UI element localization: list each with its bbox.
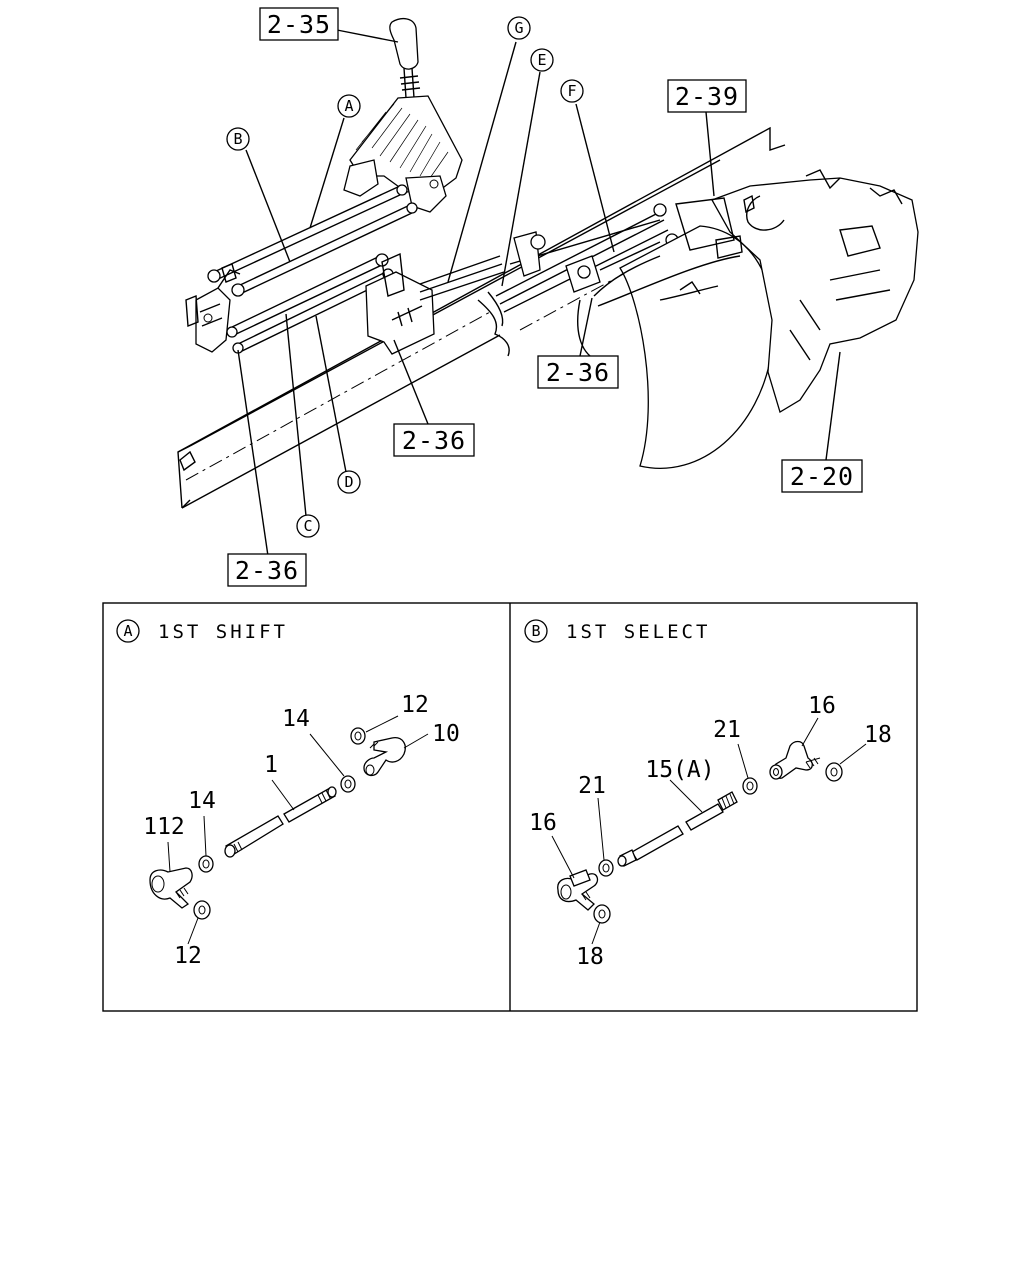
svg-text:B: B [233,130,242,148]
svg-text:D: D [344,473,353,491]
detail-b-leaders [551,717,867,945]
svg-text:C: C [303,517,312,535]
svg-text:G: G [514,19,523,37]
detail-a-labels: 14 12 10 1 14 112 12 [143,692,460,969]
shift-rod[interactable] [224,786,337,858]
nut-12-bottom[interactable] [193,900,211,920]
callout-c[interactable]: C [296,514,320,538]
callout-e[interactable]: E [530,48,554,72]
select-rod[interactable] [617,791,738,867]
svg-text:A: A [344,97,353,115]
detail-a-heading: A 1ST SHIFT [116,619,288,643]
nut-12-top[interactable] [350,727,366,745]
ref-box-2-20[interactable]: 2-20 [781,459,863,493]
svg-text:2-39: 2-39 [675,82,739,111]
detail-b-1st-select: B 1ST SELECT [524,619,892,970]
ball-joint-112[interactable] [149,867,193,909]
detail-b-labels: 21 16 18 21 15(A) 16 18 [529,693,892,970]
ball-joint-16-left[interactable] [557,869,599,911]
callout-g[interactable]: G [507,16,531,40]
reference-boxes: 2-35 2-39 2-36 2-36 2-20 2-36 [227,7,863,587]
part-label-21-right: 21 [713,717,741,743]
part-label-15a: 15(A) [645,757,714,783]
detail-a-parts [149,727,406,920]
detail-a-title: 1ST SHIFT [158,621,288,643]
part-label-21-left: 21 [578,773,606,799]
lever-bracket [185,269,241,353]
ref-box-2-35[interactable]: 2-35 [259,7,339,41]
part-label-18-right: 18 [864,722,892,748]
detail-b-title: 1ST SELECT [566,621,710,643]
nut-18-left[interactable] [593,904,611,924]
svg-text:2-20: 2-20 [790,462,854,491]
circle-callouts: A B C D E F G [226,16,584,538]
nut-21-right[interactable] [742,777,758,795]
callout-b[interactable]: B [226,127,250,151]
part-label-10: 10 [432,721,460,747]
callout-d[interactable]: D [337,470,361,494]
detail-a-1st-shift: A 1ST SHIFT [116,619,460,969]
transmission-body [675,169,919,413]
nut-18-right[interactable] [825,762,843,782]
nut-14-right[interactable] [340,775,356,793]
detail-frame [102,602,918,1012]
part-label-16-right: 16 [808,693,836,719]
callout-a[interactable]: A [337,94,361,118]
detail-a-badge: A [123,622,132,640]
clutch-housing [577,225,775,469]
svg-text:F: F [567,82,576,100]
part-label-1: 1 [264,752,278,778]
callout-f[interactable]: F [560,79,584,103]
ref-box-2-36[interactable]: 2-36 [537,355,619,389]
overview-illustration: 2-35 2-39 2-36 2-36 2-20 2-36 [177,7,919,587]
ref-box-2-39[interactable]: 2-39 [667,79,747,113]
overview-leader-lines [237,29,841,557]
ball-joint-16-right[interactable] [769,740,821,780]
detail-b-badge: B [531,622,540,640]
centre-bracket [365,252,505,355]
nut-14-left[interactable] [198,855,214,873]
svg-text:2-36: 2-36 [402,426,466,455]
gear-shift-lever [343,17,463,213]
part-label-18-left: 18 [576,944,604,970]
part-label-14-right: 14 [282,706,310,732]
cable-assembly-upper [207,184,418,297]
part-label-16-left: 16 [529,810,557,836]
svg-text:2-35: 2-35 [267,10,331,39]
detail-a-leaders [167,715,429,945]
part-label-14-left: 14 [188,788,216,814]
ref-box-2-36[interactable]: 2-36 [393,423,475,457]
detail-b-parts [557,740,843,924]
part-label-112: 112 [143,814,185,840]
ref-box-2-36[interactable]: 2-36 [227,553,307,587]
svg-text:E: E [537,51,546,69]
svg-text:2-36: 2-36 [546,358,610,387]
part-label-12-bottom: 12 [174,943,202,969]
ball-joint-10[interactable] [363,737,406,777]
part-label-12-top: 12 [401,692,429,718]
detail-b-heading: B 1ST SELECT [524,619,710,643]
nut-21-left[interactable] [598,859,614,877]
svg-text:2-36: 2-36 [235,556,299,585]
